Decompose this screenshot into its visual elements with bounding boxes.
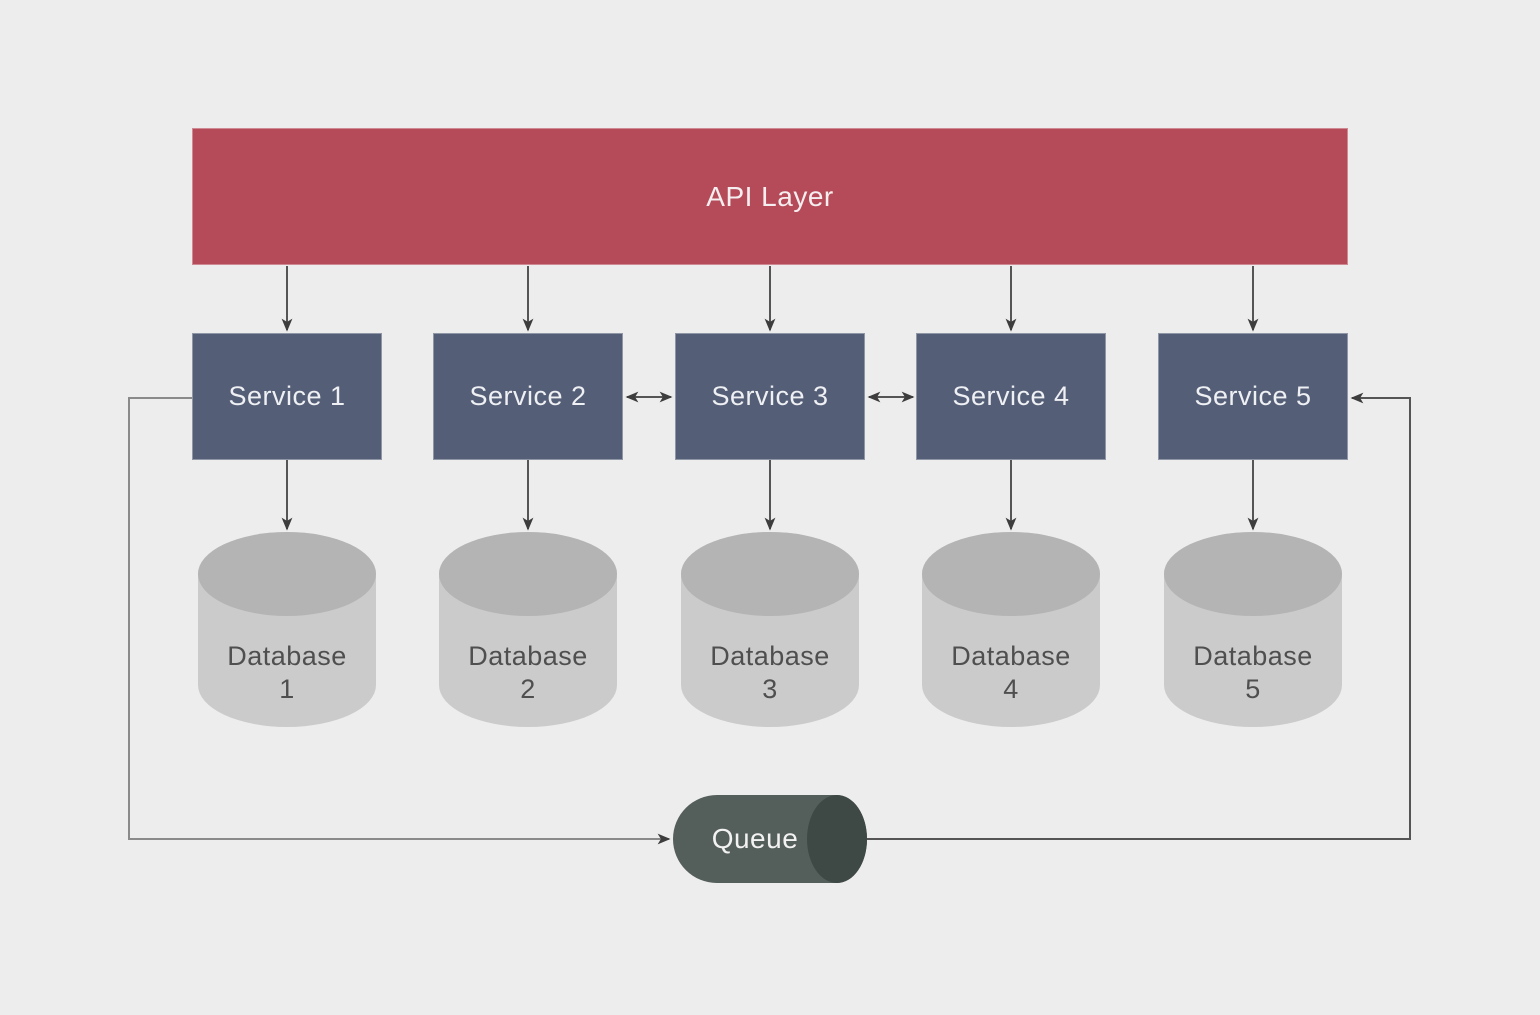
database-1-label: Database 1: [227, 641, 347, 704]
service-4-node[interactable]: Service 4: [916, 333, 1106, 460]
service-3-node[interactable]: Service 3: [675, 333, 865, 460]
database-1-cylinder[interactable]: [198, 532, 376, 727]
service-5-node[interactable]: Service 5: [1158, 333, 1348, 460]
service-2-label: Service 2: [469, 381, 587, 411]
database-5-label: Database 5: [1193, 641, 1313, 704]
queue-label-box: Queue: [673, 795, 837, 883]
database-4-cylinder[interactable]: [922, 532, 1100, 727]
database-4-label: Database 4: [951, 641, 1071, 704]
database-3-cylinder[interactable]: [681, 532, 859, 727]
queue-cylinder[interactable]: [673, 795, 867, 883]
api-layer-label: API Layer: [706, 180, 834, 212]
service-4-label: Service 4: [952, 381, 1070, 411]
service-5-label: Service 5: [1194, 381, 1312, 411]
connector-queue-to-service-5: [865, 392, 1411, 840]
queue-label: Queue: [711, 823, 799, 854]
connector-service-1-to-queue: [128, 397, 671, 845]
api-layer-node[interactable]: API Layer: [192, 128, 1348, 265]
database-2-label: Database 2: [468, 641, 588, 704]
database-2-cylinder[interactable]: [439, 532, 617, 727]
service-2-node[interactable]: Service 2: [433, 333, 623, 460]
service-1-label: Service 1: [228, 381, 346, 411]
database-3-label: Database 3: [710, 641, 830, 704]
service-1-node[interactable]: Service 1: [192, 333, 382, 460]
service-3-label: Service 3: [711, 381, 829, 411]
database-5-cylinder[interactable]: [1164, 532, 1342, 727]
